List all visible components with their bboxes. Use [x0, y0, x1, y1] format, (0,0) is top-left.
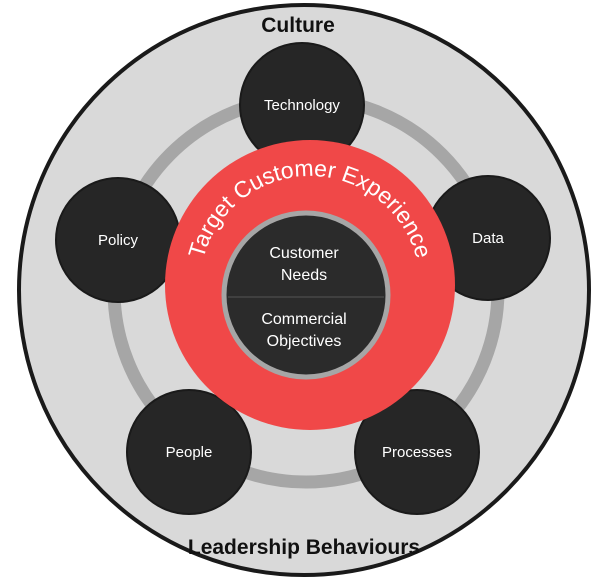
center-objectives-line-2: Objectives [267, 333, 342, 350]
center-circle [221, 210, 391, 380]
center-needs-line-2: Needs [281, 267, 327, 284]
node-label-technology: Technology [264, 97, 340, 114]
center-needs-line-1: Customer [269, 245, 339, 262]
node-label-data: Data [472, 230, 504, 247]
node-label-policy: Policy [98, 232, 139, 249]
outer-bottom-label: Leadership Behaviours [188, 536, 420, 559]
center-objectives-line-1: Commercial [261, 311, 346, 328]
node-label-processes: Processes [382, 444, 452, 461]
node-processes [354, 389, 480, 515]
outer-top-label: Culture [261, 14, 335, 37]
node-label-people: People [166, 444, 213, 461]
node-people [126, 389, 252, 515]
